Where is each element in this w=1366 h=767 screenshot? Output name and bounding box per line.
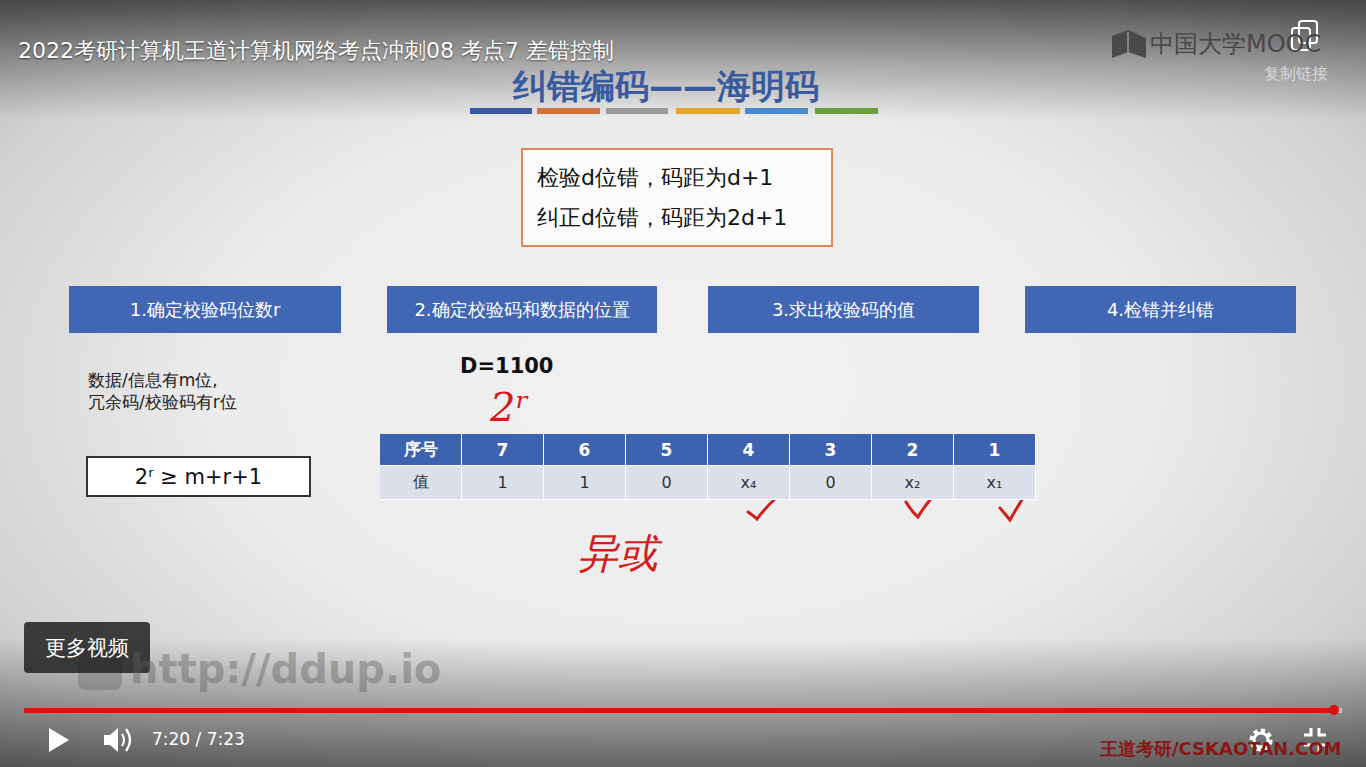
table-cell-text: 0: [825, 473, 835, 492]
table-cell-text: 1: [497, 473, 507, 492]
sound-wave: [126, 729, 130, 751]
step-box: 1.确定校验码位数r: [69, 286, 341, 333]
table-cell-text: x₁: [987, 473, 1003, 492]
table-cell: 1: [544, 466, 626, 500]
speaker: [104, 728, 118, 752]
table-cell: x₄: [708, 466, 790, 500]
table-cell-text: x₄: [741, 473, 757, 492]
rule-box-text: 纠正d位错，码距为2d+1: [537, 198, 787, 238]
table-cell: 值: [380, 466, 462, 500]
table-cell-text: 0: [661, 473, 671, 492]
table-cell-text: 5: [661, 440, 673, 460]
progress-knob: [1329, 705, 1339, 715]
rule-box-text: 检验d位错，码距为d+1: [537, 158, 773, 198]
sound-wave: [122, 734, 124, 746]
table-cell-text: 1: [989, 440, 1001, 460]
table-cell: 0: [626, 466, 708, 500]
corner: [1319, 728, 1326, 735]
bar-segment: [745, 108, 808, 114]
table-cell-text: 3: [825, 440, 837, 460]
table-cell-text: 2: [907, 440, 919, 460]
data-value: D=1100: [460, 354, 553, 378]
step-box-text: 2.确定校验码和数据的位置: [414, 298, 629, 322]
description-note: 数据/信息有m位, 冗余码/校验码有r位: [88, 369, 253, 413]
rule-box: 检验d位错，码距为d+1纠正d位错，码距为2d+1: [521, 148, 833, 247]
table-cell: 4: [708, 434, 790, 466]
step-box-text: 1.确定校验码位数r: [130, 298, 281, 322]
mooc-logo-icon: [1112, 30, 1146, 58]
bar-segment: [470, 108, 532, 114]
slide-title: 纠错编码——海明码: [513, 64, 819, 110]
bar-segment: [815, 108, 878, 114]
bar-segment: [676, 108, 740, 114]
more-videos-button-text: 更多视频: [45, 634, 129, 662]
table-cell-text: x₂: [905, 473, 921, 492]
check-mark: [748, 498, 776, 519]
table-cell: 1: [954, 434, 1036, 466]
step-box-text: 4.检错并纠错: [1107, 298, 1214, 322]
logo-line: [1127, 32, 1129, 52]
step-box: 4.检错并纠错: [1025, 286, 1296, 333]
step-box-text: 3.求出校验码的值: [772, 298, 915, 322]
table-cell: 5: [626, 434, 708, 466]
step-box: 2.确定校验码和数据的位置: [387, 286, 657, 333]
table-cell: 7: [462, 434, 544, 466]
progress-played: [24, 708, 1333, 713]
platform-logo-text: 中国大学MOOC: [1150, 28, 1321, 60]
table-cell-text: 1: [579, 473, 589, 492]
table-cell: x₁: [954, 466, 1036, 500]
table-cell-text: 6: [579, 440, 591, 460]
watermark: http://ddup.io: [130, 646, 441, 692]
step-box: 3.求出校验码的值: [708, 286, 979, 333]
play-icon: [49, 728, 69, 752]
table-cell-text: 4: [743, 440, 755, 460]
handwritten-note: 异或: [578, 526, 658, 581]
table-cell-text: 7: [497, 440, 509, 460]
table-cell-text: 值: [413, 472, 429, 493]
table-cell: 1: [462, 466, 544, 500]
formula-box-text: 2ʳ ≥ m+r+1: [135, 465, 262, 489]
handwritten-note: 2ʳ: [490, 384, 529, 430]
table-cell: 0: [790, 466, 872, 500]
table-cell: 2: [872, 434, 954, 466]
copy-link-text: 复制链接: [1264, 64, 1328, 85]
corner: [1304, 728, 1311, 735]
brand-watermark: 王道考研/CSKAOTAN.COM: [1100, 737, 1341, 761]
table-cell-text: 序号: [404, 438, 438, 461]
color-bar: [470, 108, 878, 114]
table-cell: 序号: [380, 434, 462, 466]
table-cell: x₂: [872, 466, 954, 500]
volume-icon: [104, 728, 130, 752]
video-title: 2022考研计算机王道计算机网络考点冲刺08 考点7 差错控制: [18, 36, 614, 66]
table-cell: 6: [544, 434, 626, 466]
time-display: 7:20 / 7:23: [152, 729, 245, 749]
formula-box: 2ʳ ≥ m+r+1: [86, 456, 311, 497]
progress-track: [24, 708, 1342, 713]
bar-segment: [606, 108, 668, 114]
table-cell: 3: [790, 434, 872, 466]
bar-segment: [537, 108, 600, 114]
logo-shape: [1112, 30, 1146, 58]
